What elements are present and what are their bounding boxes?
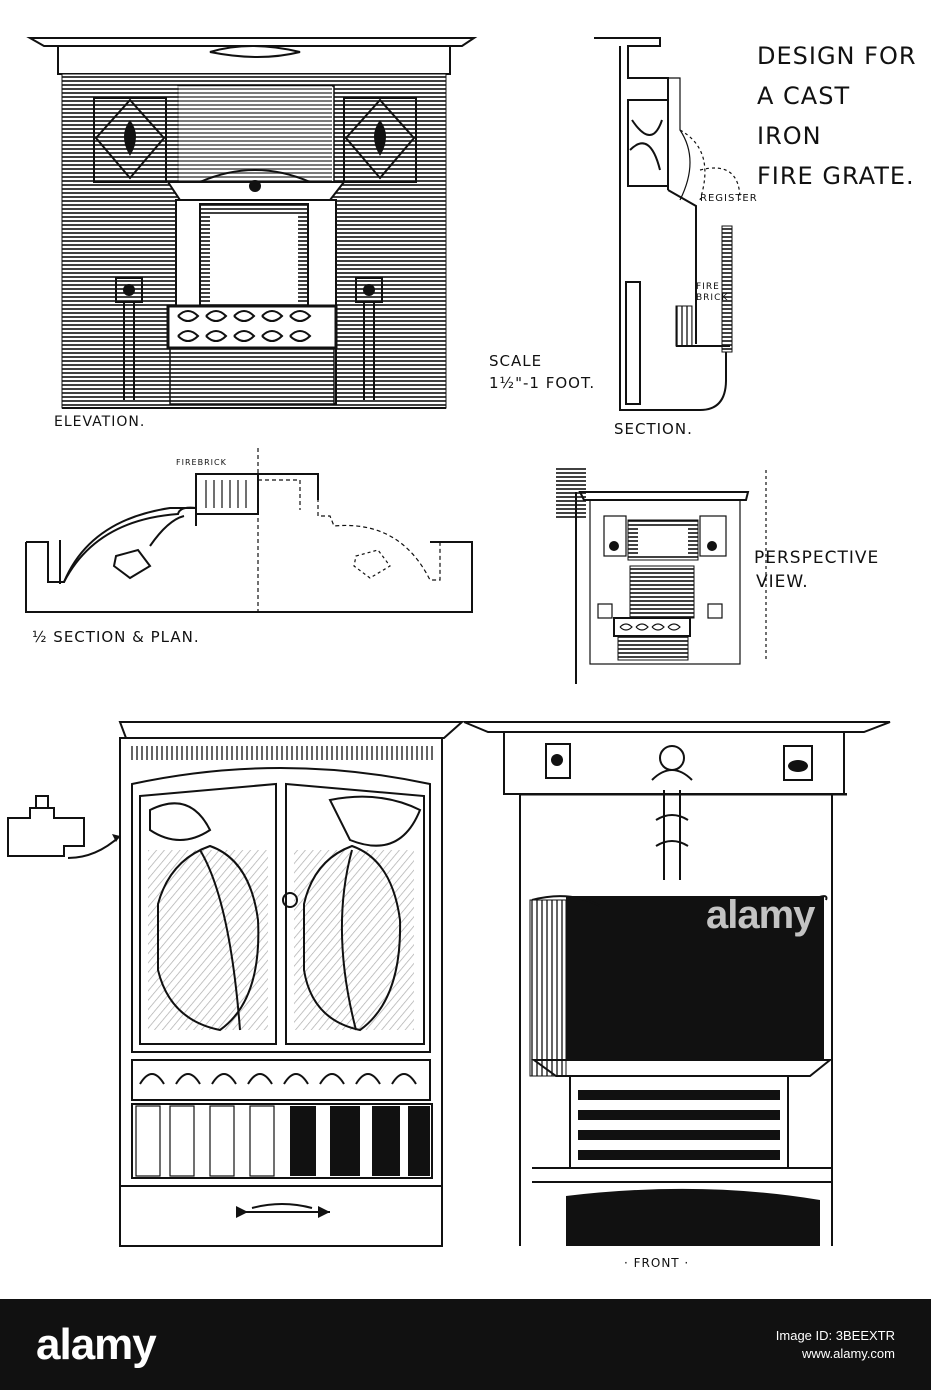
title-line-3: FIRE GRATE. (757, 162, 915, 190)
page-title: DESIGN FOR A CAST IRON FIRE GRATE. (757, 36, 917, 196)
title-line-1: DESIGN FOR (757, 42, 917, 70)
perspective-line-1: PERSPECTIVE (754, 548, 880, 568)
perspective-line-2: VIEW. (756, 572, 809, 592)
section-label: SECTION. (614, 420, 693, 438)
scale-line-2: 1½"-1 FOOT. (489, 374, 596, 392)
title-line-2: A CAST IRON (757, 82, 851, 150)
half-section-plan-label: ½ SECTION & PLAN. (32, 628, 200, 646)
scale-label: SCALE 1½"-1 FOOT. (489, 350, 595, 394)
elevation-drawing (26, 37, 478, 409)
footer-bar: alamy Image ID: 3BEEXTR www.alamy.com (0, 1299, 931, 1390)
fire-brick-line-2: BRICK (696, 293, 729, 303)
perspective-drawing (556, 468, 767, 684)
elevation-label: ELEVATION. (54, 414, 146, 430)
watermark: alamy (706, 893, 815, 937)
fire-brick-line-1: FIRE (696, 282, 720, 292)
grate-doors-drawing (7, 721, 465, 1247)
site-url[interactable]: www.alamy.com (802, 1345, 895, 1361)
section-drawing (594, 37, 741, 411)
scale-line-1: SCALE (489, 352, 543, 370)
image-id: Image ID: 3BEEXTR (775, 1327, 895, 1343)
firebrick-plan-label: FIREBRICK (176, 458, 227, 467)
half-section-plan-drawing (25, 448, 473, 613)
front-label: · FRONT · (624, 1256, 690, 1270)
footer-info: Image ID: 3BEEXTR www.alamy.com (776, 1327, 931, 1363)
perspective-label: PERSPECTIVE VIEW. (754, 546, 879, 594)
front-drawing (463, 721, 891, 1246)
register-label: REGISTER (700, 193, 758, 204)
fire-brick-label: FIRE BRICK (696, 282, 728, 304)
footer-logo: alamy (36, 1319, 157, 1369)
